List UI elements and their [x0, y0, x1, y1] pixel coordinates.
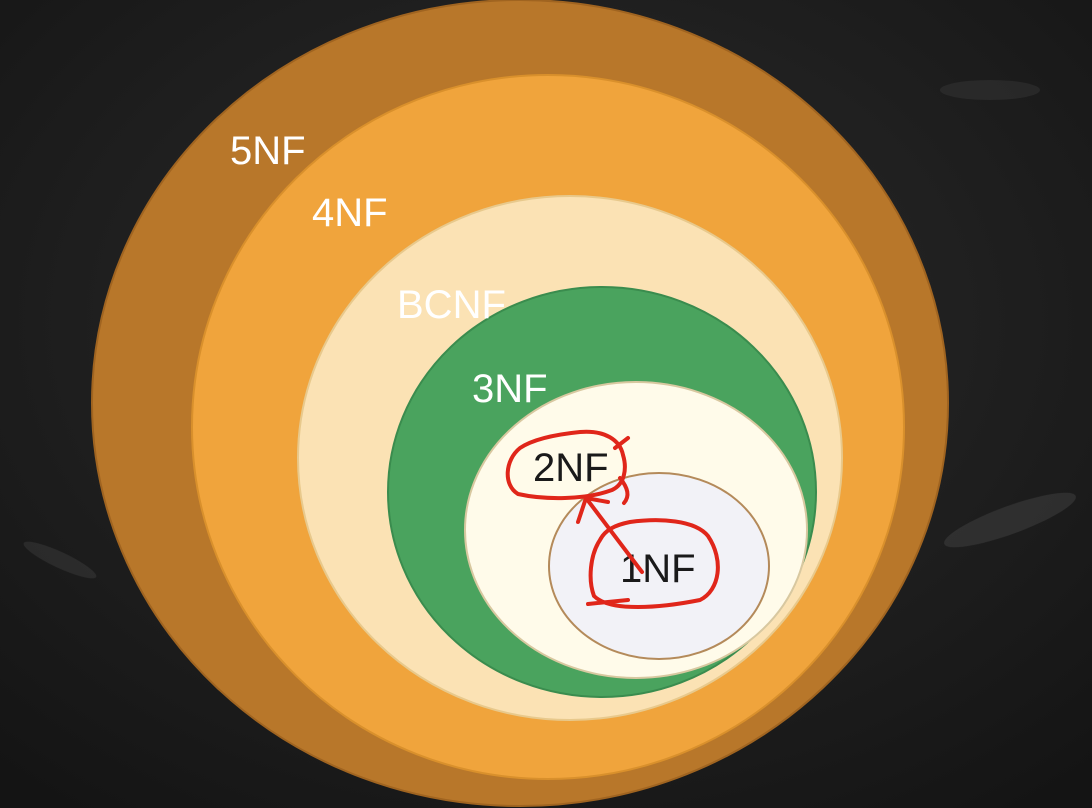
- red-annotations: [505, 429, 720, 609]
- label-bcnf: BCNF: [397, 283, 506, 327]
- label-2nf: 2NF: [533, 446, 609, 490]
- chalk-smudges: [23, 80, 1076, 579]
- label-1nf: 1NF: [620, 547, 696, 591]
- annotation-arrow: [576, 496, 644, 574]
- annotation-hook: [618, 476, 630, 505]
- label-5nf: 5NF: [230, 129, 306, 173]
- label-4nf: 4NF: [312, 191, 388, 235]
- label-3nf: 3NF: [472, 367, 548, 411]
- annotation-circle-1nf: [586, 518, 720, 609]
